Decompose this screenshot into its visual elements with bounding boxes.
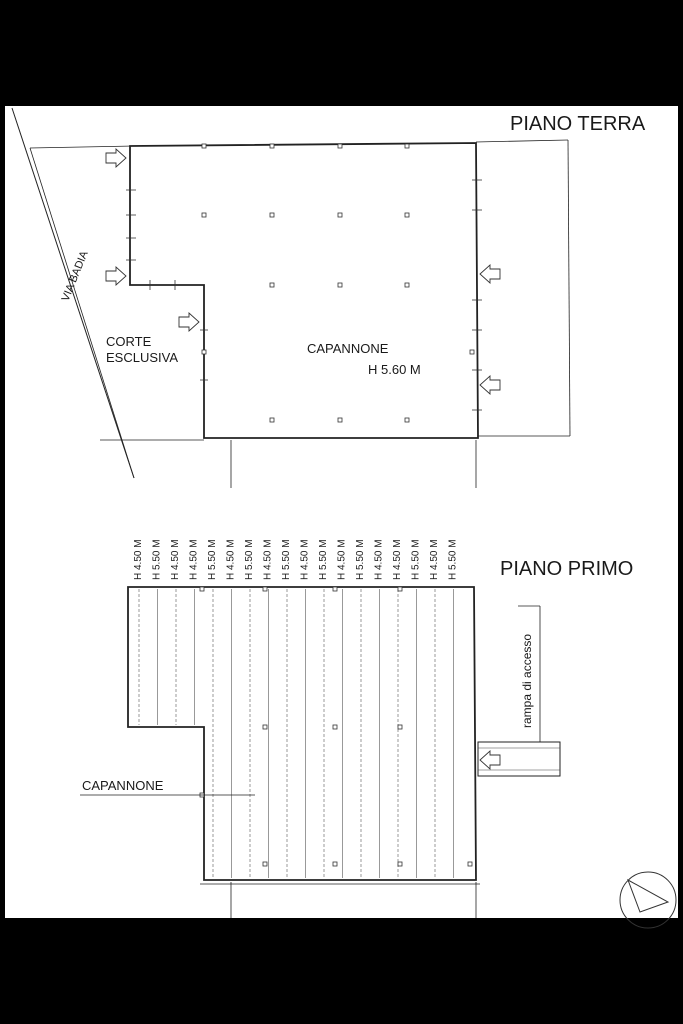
bay-height-label: H 4.50 M xyxy=(429,539,440,580)
access-ramp: rampa di accesso xyxy=(477,605,561,777)
first-floor-plan: rampa di accesso CAPANNONE H 4.50 M H 5.5… xyxy=(80,539,633,918)
bay-height-label: H 4.50 M xyxy=(263,539,274,580)
bay-height-label: H 5.50 M xyxy=(411,539,422,580)
bay-height-label: H 4.50 M xyxy=(170,539,181,580)
street-edge-line-2 xyxy=(29,147,135,479)
bay-height-label: H 4.50 M xyxy=(374,539,385,580)
entrance-arrow-icon xyxy=(105,147,127,169)
entrance-arrow-icon xyxy=(105,265,127,287)
first-building-label: CAPANNONE xyxy=(82,778,164,793)
bay-height-label: H 5.50 M xyxy=(244,539,255,580)
ground-floor-title: PIANO TERRA xyxy=(510,113,646,135)
drawing-sheet xyxy=(5,106,678,918)
bay-height-label: H 4.50 M xyxy=(337,539,348,580)
ground-wall-ticks xyxy=(126,179,482,411)
ground-entrance-arrows xyxy=(105,147,501,396)
courtyard-label-1: CORTE xyxy=(106,334,152,349)
bay-height-label: H 4.50 M xyxy=(189,539,200,580)
site-boundary-top xyxy=(29,145,135,149)
bay-height-label: H 4.50 M xyxy=(392,539,403,580)
ground-height-label: H 5.60 M xyxy=(368,362,421,377)
bay-height-label: H 5.50 M xyxy=(281,539,292,580)
bay-height-label: H 4.50 M xyxy=(226,539,237,580)
bay-height-labels: H 4.50 M H 5.50 M H 4.50 M H 4.50 M H 5.50 M… xyxy=(133,539,459,580)
entrance-arrow-icon xyxy=(178,311,200,333)
street-edge-line xyxy=(11,107,135,479)
ground-columns xyxy=(201,143,475,423)
entrance-arrow-icon xyxy=(479,374,501,396)
bay-height-label: H 4.50 M xyxy=(300,539,311,580)
ground-floor-plan: PIANO TERRA VIA BADIA CORTE ESCLUSIVA CA… xyxy=(11,107,646,488)
bay-height-label: H 5.50 M xyxy=(355,539,366,580)
ground-building-label: CAPANNONE xyxy=(307,341,389,356)
bay-height-label: H 5.50 M xyxy=(207,539,218,580)
bay-height-label: H 5.50 M xyxy=(318,539,329,580)
bay-height-label: H 5.50 M xyxy=(152,539,163,580)
bay-height-label: H 5.50 M xyxy=(448,539,459,580)
first-columns xyxy=(199,586,473,867)
entrance-arrow-icon xyxy=(479,263,501,285)
ramp-label: rampa di accesso xyxy=(520,634,534,728)
courtyard-label-2: ESCLUSIVA xyxy=(106,350,178,365)
site-boundary-right xyxy=(567,139,571,437)
north-arrow-icon xyxy=(619,871,677,929)
first-floor-title: PIANO PRIMO xyxy=(500,558,633,580)
site-boundary-right-top xyxy=(475,139,569,143)
first-floor-bay-lines xyxy=(138,589,454,878)
first-building-outline xyxy=(127,586,477,881)
ground-building-outline xyxy=(129,142,479,439)
bay-height-label: H 4.50 M xyxy=(133,539,144,580)
ramp-entrance-arrow-icon xyxy=(479,749,501,771)
